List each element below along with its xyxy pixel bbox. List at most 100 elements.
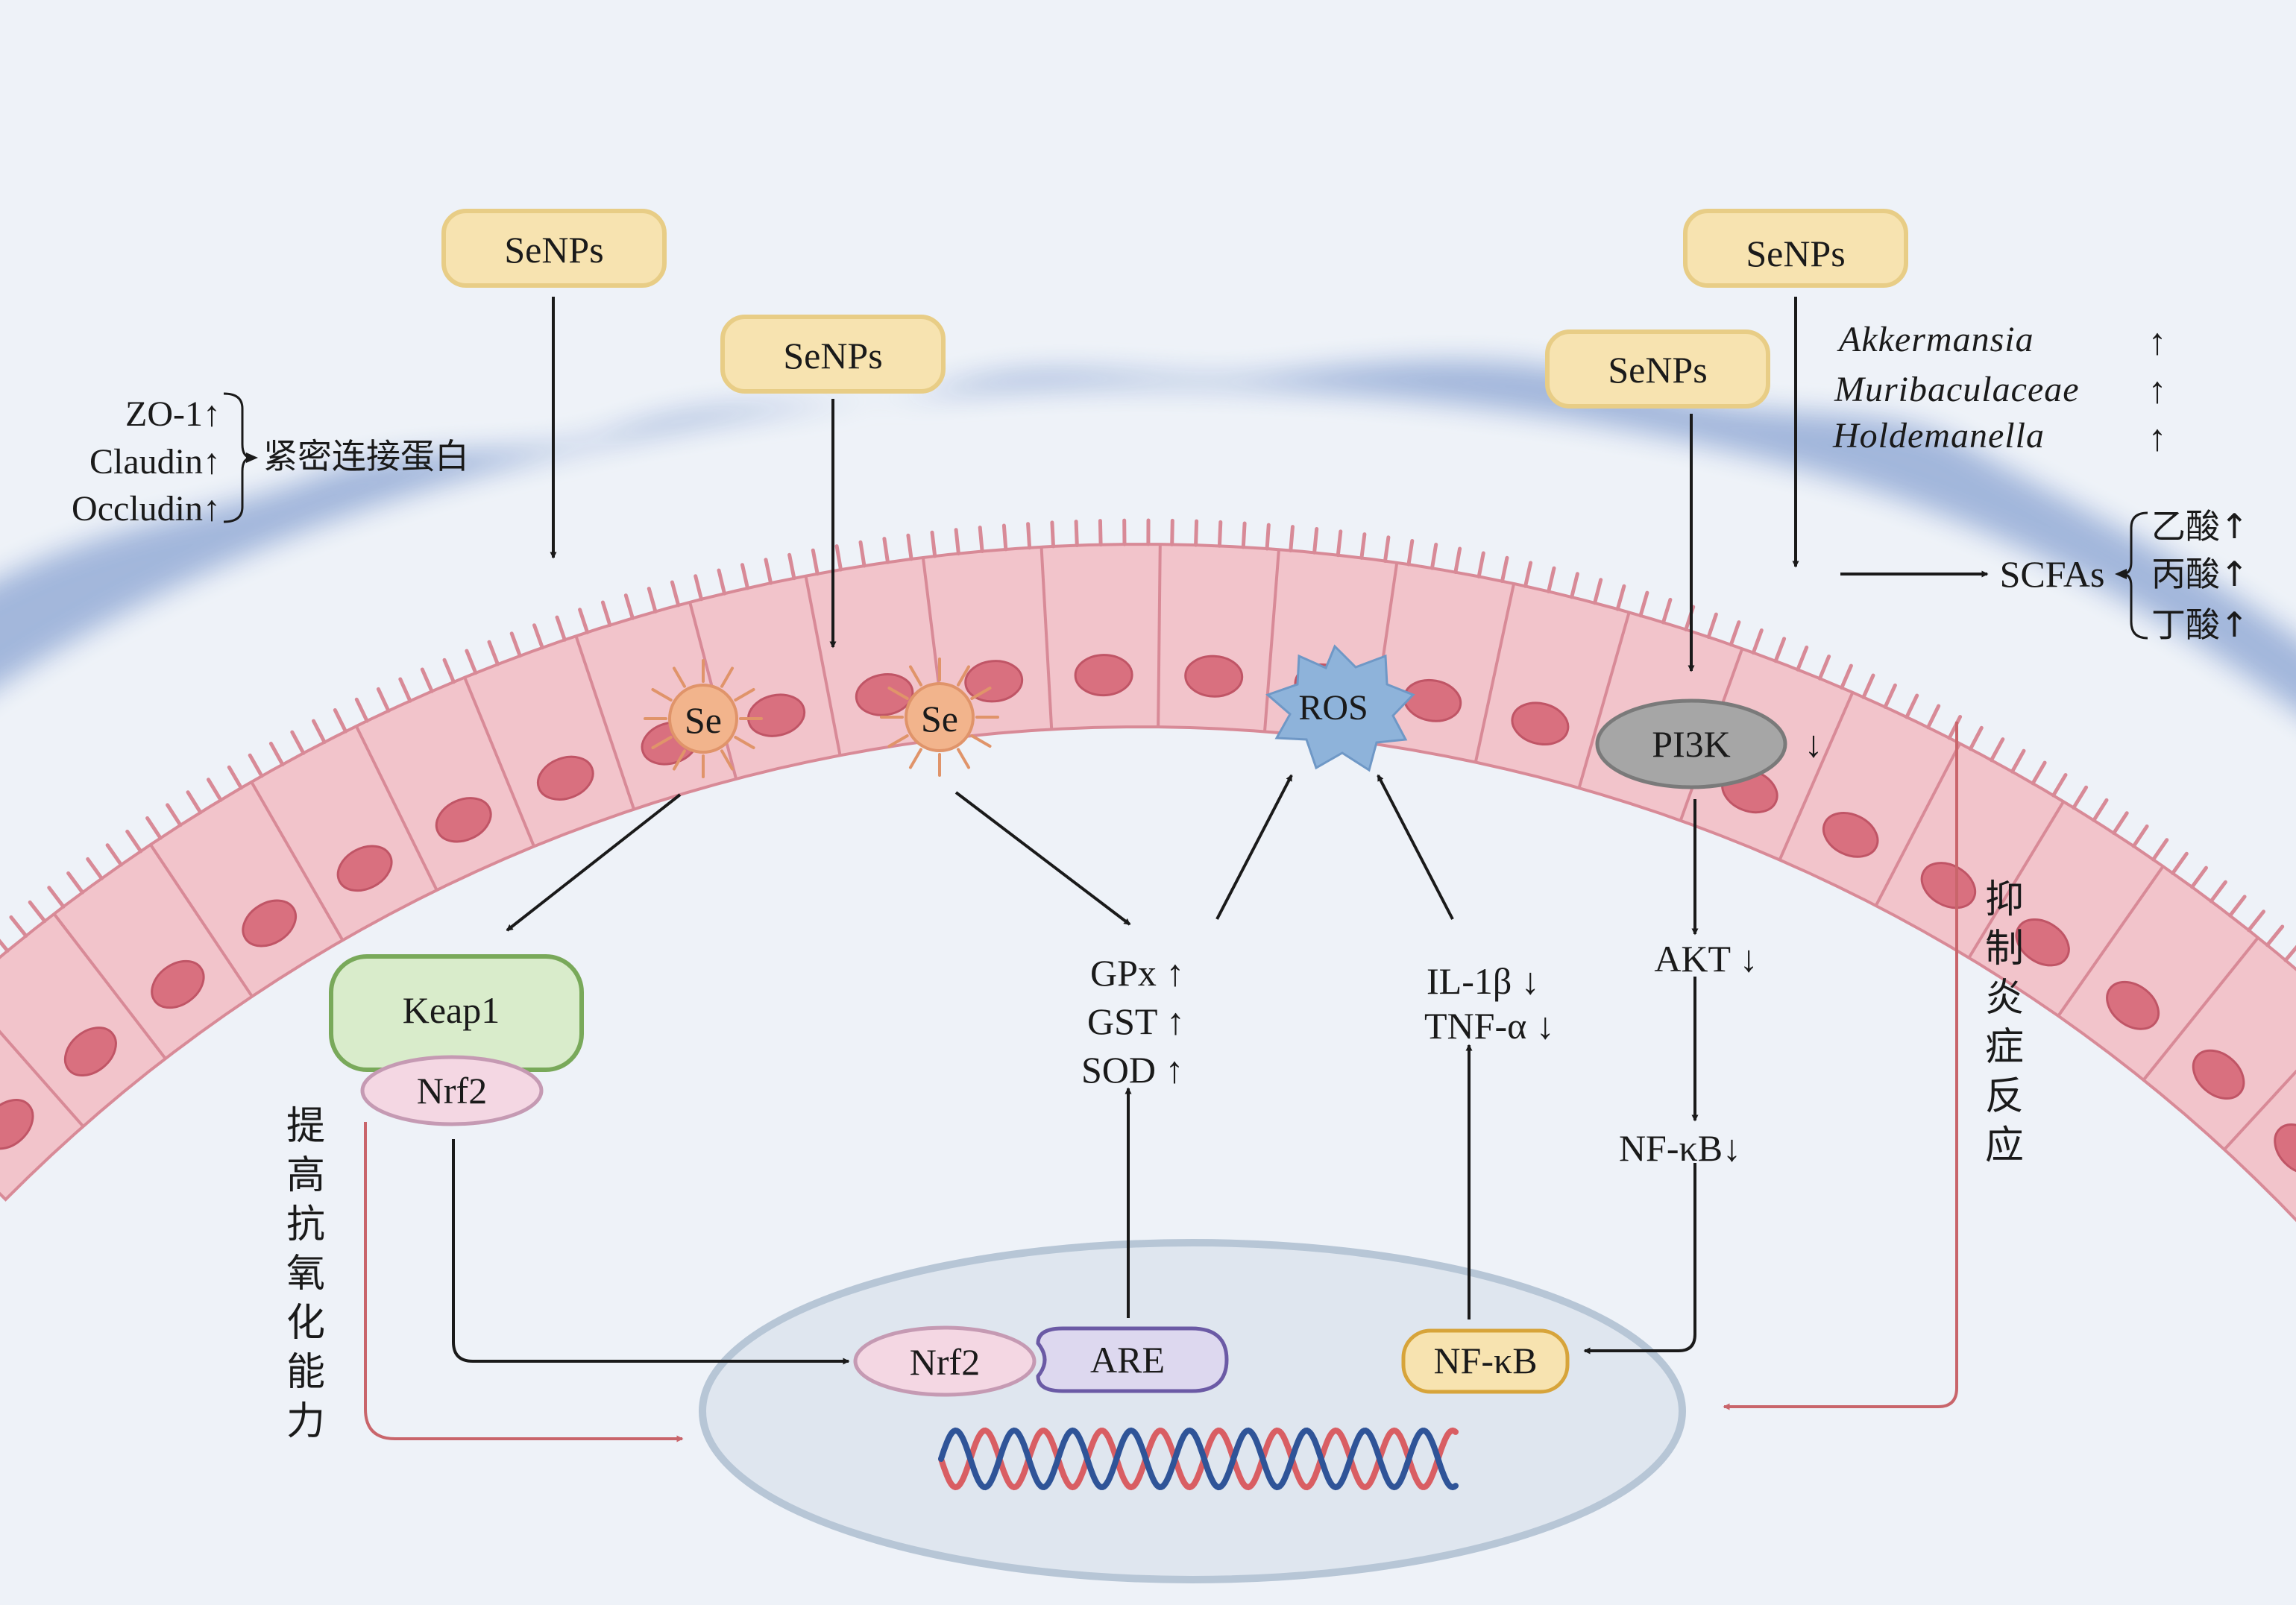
cell-nucleus-dot — [2106, 980, 2160, 1030]
se-spike — [673, 666, 686, 688]
bacteria-holdemanella: Holdemanella — [1833, 416, 2045, 455]
pi3k-ellipse — [1595, 699, 1787, 789]
cell-wall — [1040, 546, 1054, 730]
bacteria-up-arrow-3: ↑ — [2148, 417, 2167, 458]
microvilli — [1050, 518, 1151, 549]
se-core — [668, 684, 738, 754]
microvilli — [2265, 924, 2296, 962]
acetic-acid-label: 乙酸↑ — [2151, 506, 2249, 546]
cell-wall — [2142, 936, 2259, 1081]
nfkb-nucleus-label: NF-κB — [1433, 1340, 1538, 1381]
tnfa-label: TNF-α ↓ — [1424, 1005, 1555, 1047]
se-spike — [887, 687, 909, 700]
cell-nucleus-dot — [1822, 812, 1879, 858]
cell-wall — [52, 912, 167, 1060]
cell-nucleus-dot — [242, 899, 297, 947]
cell-wall — [574, 635, 635, 810]
dna-strand-blue — [938, 1427, 1459, 1491]
microvilli — [1638, 590, 1741, 647]
cell-nucleus-dot — [964, 660, 1024, 703]
se-spike — [720, 666, 734, 688]
cell-nucleus-dot — [435, 797, 492, 843]
cell-nucleus-dot — [536, 755, 594, 801]
senps-box-4 — [1683, 209, 1908, 288]
arrow-cytokines-to-ros — [1377, 774, 1454, 920]
arrow-anti-inflammatory — [1723, 722, 1958, 1410]
senps-label-1: SeNPs — [504, 229, 604, 271]
gpx-label: GPx ↑ — [1090, 952, 1185, 994]
tight-junction-protein-label: 紧密连接蛋白 — [263, 436, 469, 476]
senps-box-1 — [441, 209, 667, 288]
cell-nucleus-dot — [2015, 918, 2070, 967]
cell-wall — [1473, 583, 1516, 763]
claudin-label: Claudin↑ — [89, 442, 221, 482]
senps-box-2 — [720, 315, 946, 394]
se-spike — [957, 665, 970, 687]
pi3k-label: PI3K — [1652, 723, 1731, 765]
bacteria-up-arrow-2: ↑ — [2148, 369, 2167, 411]
se-spike — [651, 688, 673, 701]
microvilli — [1406, 539, 1509, 584]
cell-wall — [2223, 1069, 2296, 1151]
microvilli — [1523, 561, 1626, 611]
se-label-1: Se — [685, 699, 722, 741]
se-spike — [957, 748, 970, 769]
se-spike — [673, 749, 686, 771]
microvilli — [693, 552, 796, 602]
cell-nucleus-dot — [151, 959, 205, 1009]
arrow-group — [452, 297, 1989, 1365]
cell-wall — [1874, 742, 1962, 906]
cell-wall — [250, 781, 345, 942]
ros-label: ROS — [1298, 688, 1368, 728]
se-spike — [720, 749, 734, 771]
se-core — [905, 682, 975, 752]
cell-wall — [1967, 801, 2065, 959]
se-spike — [909, 748, 922, 769]
microvilli — [2171, 851, 2265, 933]
nrf2-nucleus-label: Nrf2 — [909, 1341, 981, 1383]
microvilli — [1968, 725, 2068, 798]
se-spike — [734, 736, 755, 749]
cell-nucleus-dot — [1920, 862, 1977, 909]
se-spike — [909, 665, 922, 687]
microvilli — [2072, 785, 2169, 862]
cell-nucleus — [699, 1239, 1686, 1583]
gst-label: GST ↑ — [1087, 1000, 1186, 1042]
cell-wall — [355, 725, 438, 891]
microvilli — [578, 580, 681, 634]
cell-nucleus-dot — [855, 673, 914, 716]
are-label: ARE — [1090, 1339, 1165, 1381]
se-nanoparticle-icon — [644, 659, 763, 778]
arrow-antioxidant — [364, 1122, 684, 1442]
cell-wall — [2057, 865, 2165, 1017]
se-spike — [887, 734, 909, 748]
se-spike — [970, 687, 992, 700]
butyric-acid-label: 丁酸↑ — [2151, 605, 2249, 645]
bacteria-up-arrow-1: ↑ — [2148, 321, 2167, 362]
dna-strand-red — [938, 1427, 1459, 1491]
senps-label-3: SeNPs — [1608, 349, 1708, 391]
se-label-2: Se — [921, 698, 958, 740]
cell-wall — [0, 1029, 85, 1128]
cell-wall — [1577, 611, 1631, 789]
microvilli — [465, 615, 567, 675]
cell-wall — [804, 576, 842, 756]
microvilli — [1289, 525, 1391, 563]
microvilli — [248, 708, 347, 778]
cell-nucleus-dot — [1511, 701, 1570, 745]
red-arrow-group — [364, 722, 1958, 1442]
microvilli — [47, 829, 143, 909]
pi3k-down-arrow: ↓ — [1804, 723, 1823, 765]
cell-nucleus-dot — [1074, 654, 1133, 697]
are-shape — [1036, 1326, 1229, 1393]
il1b-label: IL-1β ↓ — [1427, 960, 1540, 1002]
cell-wall — [1262, 549, 1280, 732]
nrf2-top-ellipse — [360, 1055, 544, 1126]
antioxidant-capacity-label: 提高抗氧化能力 — [286, 1104, 325, 1444]
cell-nucleus-dot — [747, 693, 806, 737]
senps-label-4: SeNPs — [1746, 233, 1846, 274]
sod-label: SOD ↑ — [1081, 1049, 1184, 1091]
arrow-enzymes-to-ros — [1215, 774, 1293, 920]
microvilli — [1170, 518, 1271, 551]
